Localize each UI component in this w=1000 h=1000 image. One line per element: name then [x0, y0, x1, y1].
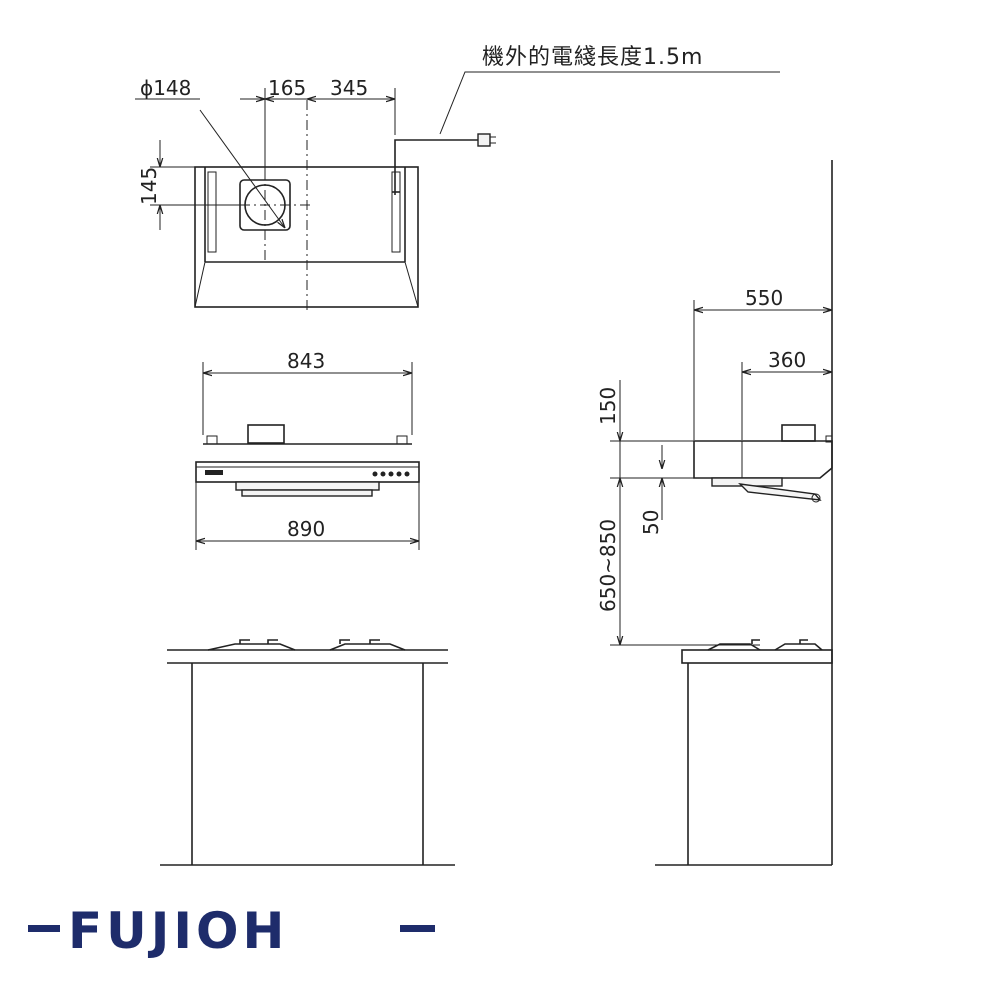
- front-cabinet-view: [160, 639, 455, 866]
- logo-dash-right: [400, 925, 435, 932]
- duct-diameter-label: ϕ148: [140, 76, 191, 100]
- control-button-5: [404, 471, 410, 477]
- front-duct-collar: [247, 424, 285, 444]
- depth-360-label: 360: [768, 348, 806, 372]
- dim-145-label: 145: [137, 167, 161, 205]
- cable-note-leader: [439, 71, 780, 135]
- side-hood-body: [693, 440, 833, 479]
- brand-logo: FUJIOH: [28, 902, 435, 960]
- front-bracket-left: [206, 435, 218, 445]
- front-filter: [241, 489, 373, 497]
- front-view: 843 890: [195, 349, 420, 550]
- width-843-label: 843: [287, 349, 325, 373]
- height-50-label: 50: [639, 510, 663, 535]
- depth-550-label: 550: [745, 286, 783, 310]
- power-cord: [394, 139, 480, 195]
- width-890-label: 890: [287, 517, 325, 541]
- side-view: 550 360 150 50 650~850: [596, 160, 833, 866]
- side-burner: [707, 639, 823, 651]
- install-height-label: 650~850: [596, 519, 620, 612]
- cable-length-note: 機外的電綫長度1.5m: [482, 45, 703, 70]
- top-view: ϕ148 165 345 145 機外的電綫長度1.5m: [135, 45, 780, 310]
- mount-bracket-right: [391, 171, 401, 253]
- front-burners: [207, 639, 406, 651]
- control-button-2: [380, 471, 386, 477]
- side-visor-hinge: [811, 493, 821, 503]
- side-wall-bracket: [825, 435, 833, 443]
- dim-165-label: 165: [268, 76, 306, 100]
- front-panel: [195, 461, 420, 483]
- front-logo-badge: [205, 470, 223, 475]
- dim-345-label: 345: [330, 76, 368, 100]
- control-button-1: [372, 471, 378, 477]
- front-bracket-right: [396, 435, 408, 445]
- power-plug: [477, 133, 491, 147]
- diameter-leader: [199, 109, 285, 228]
- side-countertop: [681, 649, 833, 664]
- side-duct-collar: [781, 424, 816, 442]
- height-150-label: 150: [596, 387, 620, 425]
- front-filter-rail: [235, 481, 380, 491]
- control-button-4: [396, 471, 402, 477]
- hood-top-bevel-right: [404, 261, 419, 308]
- control-button-3: [388, 471, 394, 477]
- logo-dash-left: [28, 925, 60, 932]
- hood-top-bevel-left: [194, 261, 206, 308]
- logo-text: FUJIOH: [68, 902, 288, 960]
- mount-bracket-left: [207, 171, 217, 253]
